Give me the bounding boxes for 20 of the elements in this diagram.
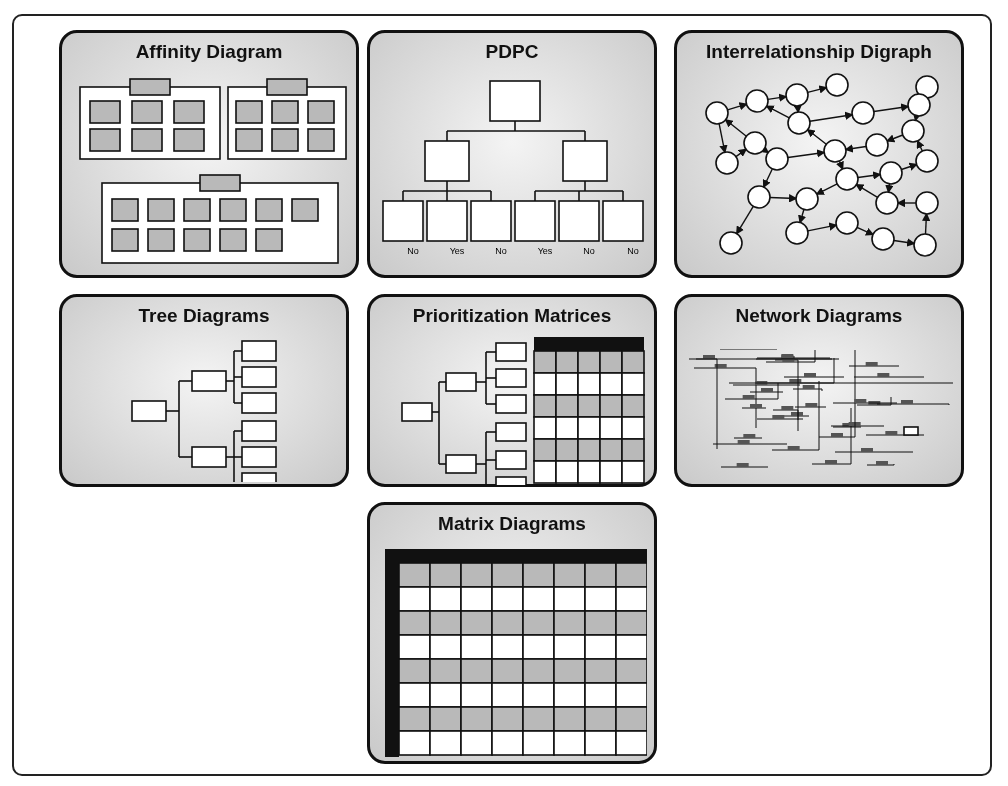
panel-title: PDPC	[485, 41, 539, 63]
panel-title: Prioritization Matrices	[412, 305, 612, 327]
diagram-panel	[367, 294, 657, 487]
outcome-label: No	[627, 246, 639, 256]
outcome-label: No	[407, 246, 419, 256]
outcome-label: No	[495, 246, 507, 256]
diagram-panel	[367, 502, 657, 764]
panel-title: Network Diagrams	[735, 305, 903, 327]
diagram-panel	[674, 30, 964, 278]
diagram-panel	[59, 30, 359, 278]
outcome-label: No	[583, 246, 595, 256]
panel-title: Interrelationship Digraph	[706, 41, 932, 63]
outcome-label: Yes	[449, 246, 465, 256]
panel-title: Tree Diagrams	[138, 305, 270, 327]
diagram-panel	[367, 30, 657, 278]
diagram-panel	[674, 294, 964, 487]
panel-title: Affinity Diagram	[135, 41, 283, 63]
outcome-label: Yes	[537, 246, 553, 256]
diagram-panel	[59, 294, 349, 487]
panel-title: Matrix Diagrams	[438, 513, 586, 535]
